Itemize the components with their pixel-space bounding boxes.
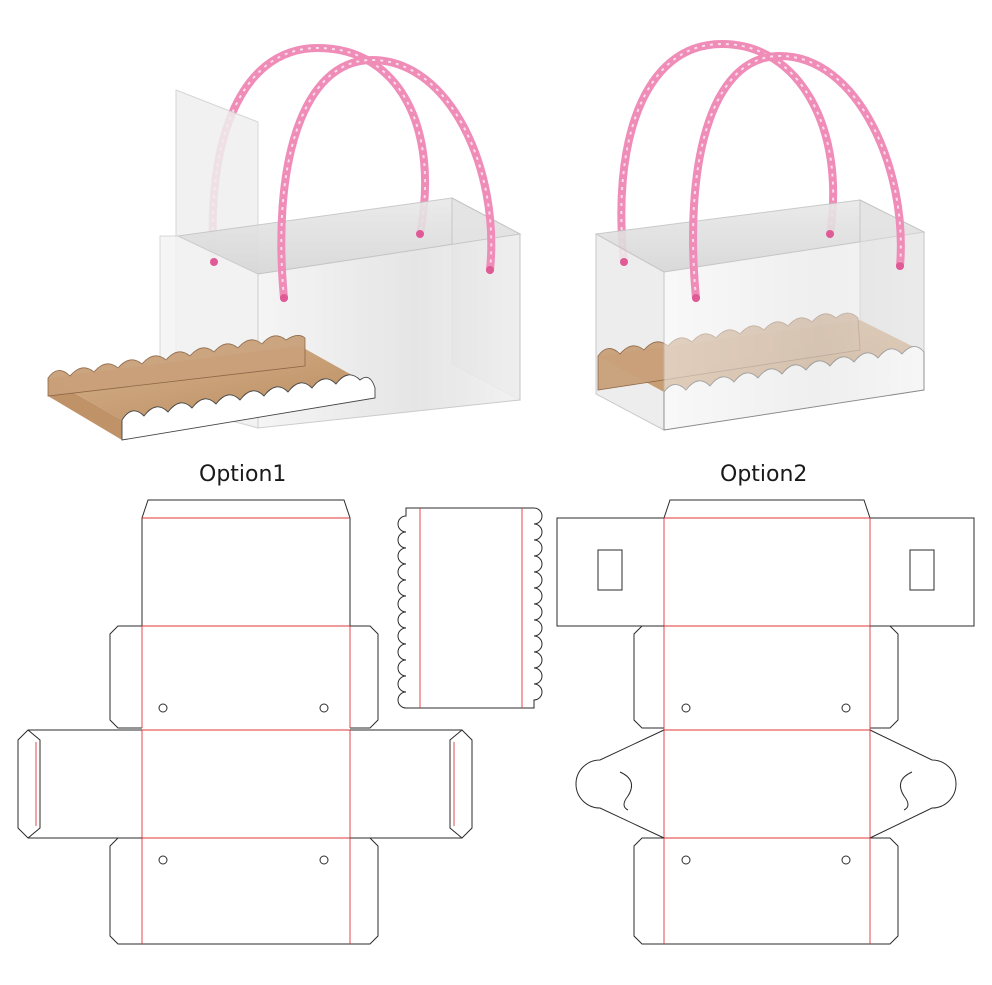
handle-hole bbox=[319, 703, 329, 713]
option1-label: Option1 bbox=[199, 462, 287, 487]
window-cutout bbox=[909, 549, 935, 591]
option1-insert-tray bbox=[47, 335, 376, 441]
option1-dieline bbox=[17, 499, 473, 945]
option1-box-mockup bbox=[47, 43, 522, 441]
handle-hole bbox=[841, 855, 851, 865]
handle-hole bbox=[681, 855, 691, 865]
option2-box-mockup bbox=[594, 39, 926, 431]
option2-dieline bbox=[556, 499, 975, 945]
window-cutout bbox=[597, 549, 623, 591]
handle-hole bbox=[158, 855, 168, 865]
handle-hole bbox=[841, 703, 851, 713]
option2-label: Option2 bbox=[720, 462, 808, 487]
option2-box-front bbox=[663, 231, 925, 431]
handle-hole bbox=[319, 855, 329, 865]
tray-dieline bbox=[397, 507, 543, 709]
handle-hole bbox=[681, 703, 691, 713]
handle-hole bbox=[158, 703, 168, 713]
